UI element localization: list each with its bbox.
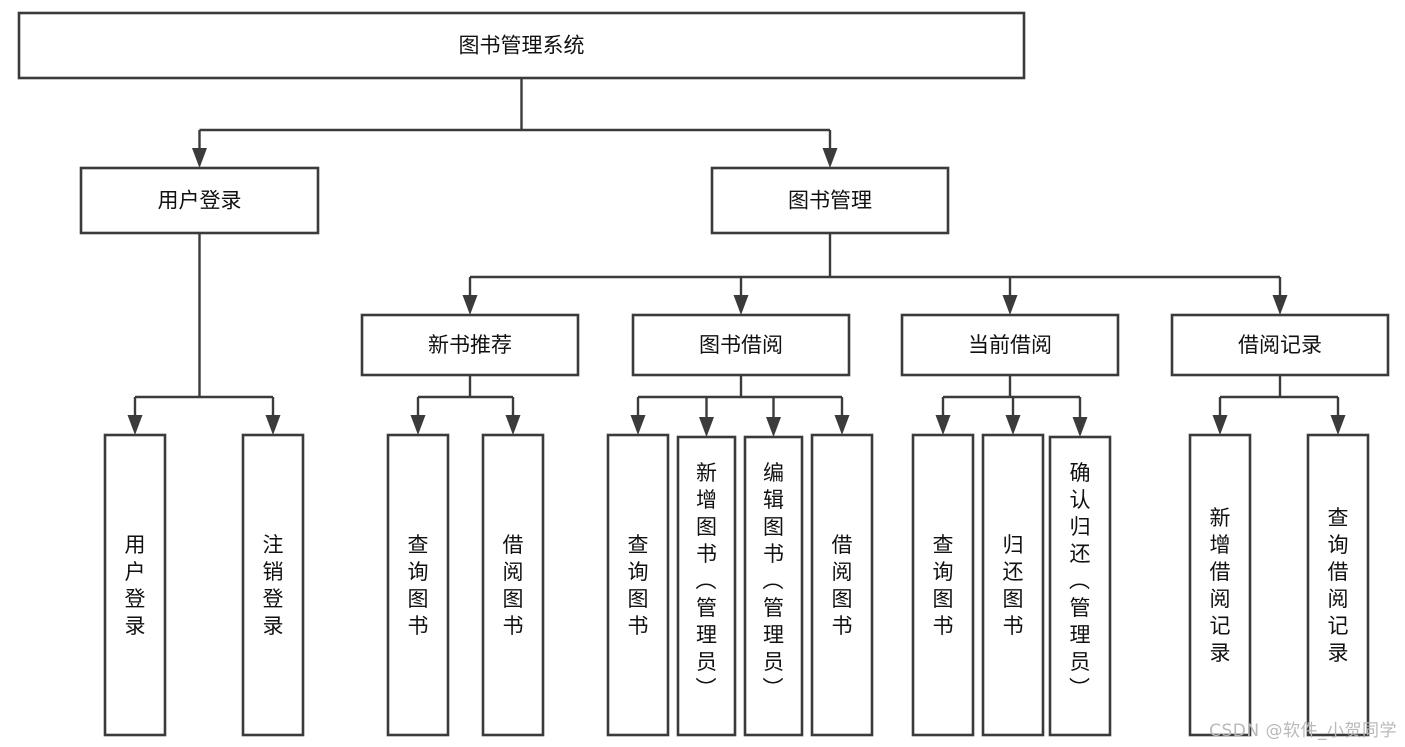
- arrow-head-icon: [410, 415, 426, 435]
- arrow-head-icon: [766, 417, 781, 437]
- arrow-head-icon: [265, 415, 281, 435]
- node-leaf-edit-book[interactable]: 编辑图书（管理员）: [743, 435, 804, 737]
- node-current-borrow[interactable]: 当前借阅: [900, 313, 1120, 377]
- node-label: 查询图书: [628, 533, 649, 638]
- node-label: 注销登录: [263, 533, 284, 638]
- node-label: 当前借阅: [968, 333, 1052, 357]
- node-label: 借阅记录: [1238, 333, 1322, 357]
- watermark-label: CSDN @软件_小贺同学: [1209, 721, 1397, 741]
- arrow-head-icon: [1072, 417, 1088, 437]
- arrow-head-icon: [1005, 415, 1021, 435]
- arrow-head-icon: [1212, 415, 1228, 435]
- node-box[interactable]: [17, 11, 1026, 80]
- node-layer: 图书管理系统用户登录图书管理新书推荐图书借阅当前借阅借阅记录用户登录注销登录查询…: [17, 11, 1390, 737]
- node-leaf-borrow-book-1[interactable]: 借阅图书: [481, 433, 545, 737]
- arrow-head-icon: [1330, 415, 1346, 435]
- node-box[interactable]: [810, 433, 874, 737]
- node-box[interactable]: [103, 433, 167, 737]
- node-box[interactable]: [241, 433, 305, 737]
- node-book-manage[interactable]: 图书管理: [710, 166, 950, 235]
- node-box[interactable]: [743, 435, 804, 737]
- node-box[interactable]: [606, 433, 670, 737]
- node-box[interactable]: [1306, 433, 1370, 737]
- arrow-head-icon: [935, 415, 951, 435]
- arrow-head-icon: [630, 415, 646, 435]
- node-label: 查询图书: [933, 533, 954, 638]
- node-label: 查询借阅记录: [1328, 506, 1349, 665]
- node-label: 用户登录: [158, 189, 242, 213]
- node-box[interactable]: [911, 433, 975, 737]
- node-box[interactable]: [360, 313, 580, 377]
- node-box[interactable]: [900, 313, 1120, 377]
- node-leaf-add-book[interactable]: 新增图书（管理员）: [676, 435, 737, 737]
- node-label: 用户登录: [125, 533, 146, 638]
- node-box[interactable]: [1188, 433, 1252, 737]
- node-leaf-borrow-book-2[interactable]: 借阅图书: [810, 433, 874, 737]
- node-leaf-query-book-2[interactable]: 查询图书: [606, 433, 670, 737]
- node-user-login[interactable]: 用户登录: [79, 166, 320, 235]
- node-leaf-confirm-return[interactable]: 确认归还（管理员）: [1048, 435, 1112, 737]
- node-root[interactable]: 图书管理系统: [17, 11, 1026, 80]
- arrow-head-icon: [834, 415, 850, 435]
- node-box[interactable]: [676, 435, 737, 737]
- arrow-head-icon: [822, 148, 838, 168]
- node-label: 编辑图书（管理员）: [763, 461, 785, 701]
- arrow-head-icon: [1272, 295, 1288, 315]
- node-label: 新增借阅记录: [1210, 506, 1231, 665]
- node-box[interactable]: [981, 433, 1045, 737]
- node-label: 图书借阅: [699, 333, 783, 357]
- node-label: 新书推荐: [428, 333, 512, 357]
- node-label: 借阅图书: [832, 533, 853, 638]
- node-label: 归还图书: [1003, 533, 1024, 638]
- node-label: 图书管理系统: [459, 34, 585, 58]
- node-leaf-query-record[interactable]: 查询借阅记录: [1306, 433, 1370, 737]
- arrow-head-icon: [192, 148, 207, 168]
- node-box[interactable]: [1048, 435, 1112, 737]
- node-leaf-logout[interactable]: 注销登录: [241, 433, 305, 737]
- node-box[interactable]: [386, 433, 450, 737]
- arrow-head-icon: [1002, 295, 1018, 315]
- node-book-borrow[interactable]: 图书借阅: [631, 313, 851, 377]
- connector-layer: [127, 78, 1346, 437]
- node-label: 图书管理: [788, 189, 872, 213]
- node-box[interactable]: [481, 433, 545, 737]
- node-leaf-add-record[interactable]: 新增借阅记录: [1188, 433, 1252, 737]
- node-new-book-rec[interactable]: 新书推荐: [360, 313, 580, 377]
- node-box[interactable]: [710, 166, 950, 235]
- node-leaf-query-book-1[interactable]: 查询图书: [386, 433, 450, 737]
- node-leaf-user-login[interactable]: 用户登录: [103, 433, 167, 737]
- node-box[interactable]: [79, 166, 320, 235]
- node-borrow-record[interactable]: 借阅记录: [1170, 313, 1390, 377]
- node-label: 新增图书（管理员）: [696, 461, 718, 701]
- node-label: 借阅图书: [503, 533, 524, 638]
- node-label: 确认归还（管理员）: [1069, 461, 1091, 701]
- arrow-head-icon: [733, 295, 749, 315]
- arrow-head-icon: [127, 415, 143, 435]
- node-box[interactable]: [631, 313, 851, 377]
- arrow-head-icon: [462, 295, 478, 315]
- arrow-head-icon: [505, 415, 521, 435]
- node-leaf-return-book[interactable]: 归还图书: [981, 433, 1045, 737]
- node-box[interactable]: [1170, 313, 1390, 377]
- arrow-head-icon: [699, 417, 714, 437]
- node-label: 查询图书: [408, 533, 429, 638]
- node-leaf-query-book-3[interactable]: 查询图书: [911, 433, 975, 737]
